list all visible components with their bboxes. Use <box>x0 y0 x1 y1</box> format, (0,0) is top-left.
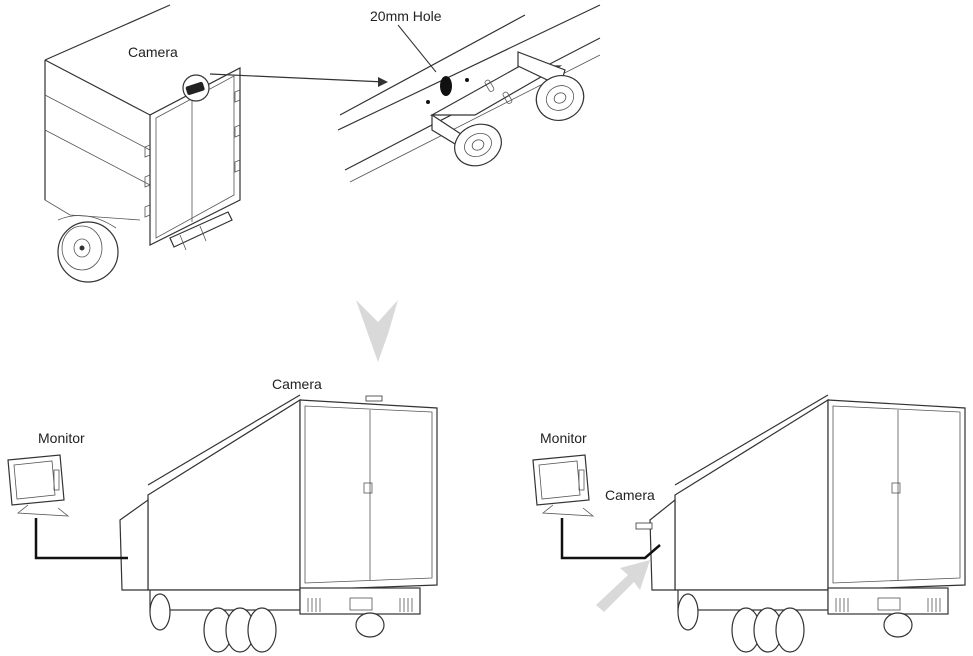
monitor-icon <box>532 454 595 517</box>
camera-icon <box>365 395 383 402</box>
hole-label: 20mm Hole <box>370 8 442 24</box>
camera-label-right: Camera <box>605 487 655 503</box>
camera-label-bottom-left: Camera <box>272 376 322 392</box>
bracket-detail <box>337 4 601 183</box>
hole-marker <box>440 76 452 96</box>
truck-left <box>119 394 438 653</box>
cable-line <box>34 518 128 560</box>
cable-line <box>560 518 661 560</box>
detail-arrow <box>209 73 388 87</box>
monitor-label-right: Monitor <box>540 430 587 446</box>
install-arrow-icon <box>596 560 650 612</box>
camera-label-top: Camera <box>128 44 178 60</box>
camera-icon <box>635 522 653 530</box>
down-arrow-icon <box>356 300 398 362</box>
trailer-rear-closeup <box>44 4 241 283</box>
wheel-icon <box>57 215 119 283</box>
u-bracket-icon <box>429 51 585 167</box>
truck-right <box>649 394 966 653</box>
monitor-icon <box>7 454 70 517</box>
camera-icon <box>182 74 210 102</box>
monitor-label-left: Monitor <box>38 430 85 446</box>
